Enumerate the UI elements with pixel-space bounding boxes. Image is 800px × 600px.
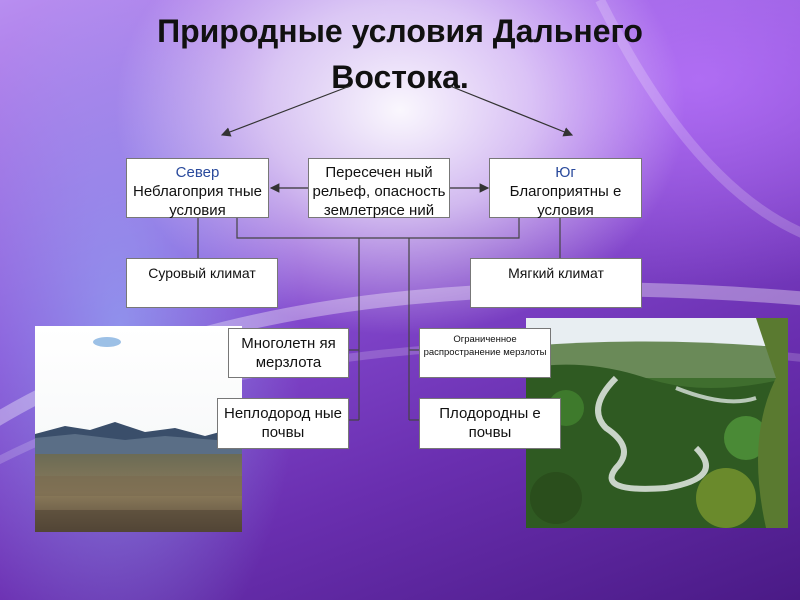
relief-text: Пересечен ный рельеф, опасность землетря… [312, 164, 446, 219]
arrow-to-south [449, 85, 574, 137]
south-text: Благоприятны е условия [509, 183, 622, 219]
tundra-photo [35, 326, 242, 532]
harsh-climate-box: Суровый климат [126, 258, 278, 308]
mild-climate-text: Мягкий климат [508, 265, 604, 281]
title-line-2: Востока. [331, 59, 469, 95]
limited-permafrost-box: Ограниченное распространение мерзлоты [419, 328, 551, 378]
mild-climate-box: Мягкий климат [470, 258, 642, 308]
limited-permafrost-text: Ограниченное распространение мерзлоты [423, 334, 547, 358]
south-box: Юг Благоприятны е условия [489, 158, 642, 219]
infertile-soils-box: Неплодород ные почвы [217, 398, 349, 449]
north-text: Неблагоприя тные условия [133, 183, 262, 219]
permafrost-box: Многолетн яя мерзлота [228, 328, 349, 378]
fertile-soils-box: Плодородны е почвы [419, 398, 561, 449]
infertile-soils-text: Неплодород ные почвы [223, 405, 342, 441]
arrow-to-north [220, 85, 351, 137]
permafrost-text: Многолетн яя мерзлота [241, 335, 336, 371]
relief-box: Пересечен ный рельеф, опасность землетря… [308, 158, 450, 219]
title-line-1: Природные условия Дальнего [157, 13, 643, 49]
fertile-soils-text: Плодородны е почвы [439, 405, 541, 441]
north-heading: Север [175, 164, 220, 181]
harsh-climate-text: Суровый климат [148, 265, 256, 281]
forest-river-photo [526, 318, 788, 528]
north-box: Север Неблагоприя тные условия [126, 158, 269, 219]
page-title: Природные условия Дальнего Востока. [0, 8, 800, 100]
south-heading: Юг [555, 164, 576, 181]
